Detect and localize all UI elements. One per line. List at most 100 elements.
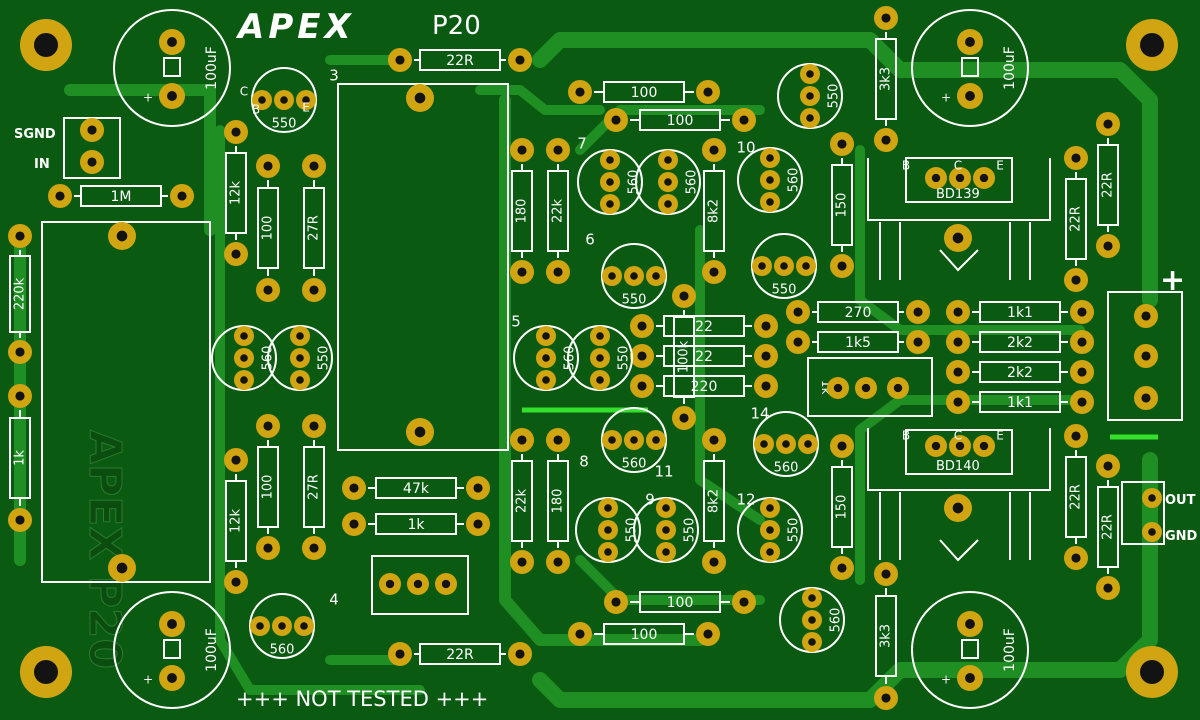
resistor-value: 22	[695, 319, 713, 335]
resistor-body	[603, 623, 685, 645]
capacitor-symbol	[163, 639, 181, 659]
drill-hole	[1071, 431, 1081, 441]
resistor-value: 47k	[403, 481, 430, 497]
transistor-type: 560	[270, 643, 295, 658]
drill-hole	[837, 563, 847, 573]
drill-hole	[979, 441, 989, 451]
resistor-value: 22R	[1101, 172, 1116, 198]
drill-hole	[808, 638, 816, 646]
drill-hole	[604, 504, 612, 512]
drill-hole	[861, 383, 871, 393]
drill-hole	[881, 569, 891, 579]
transistor-type: 550	[617, 346, 632, 371]
ref-number: 5	[511, 313, 521, 331]
transistor-type: 560	[685, 170, 700, 195]
bd139-label: BD139	[936, 187, 980, 202]
resistor-value: 1k1	[1007, 395, 1033, 411]
drill-hole	[542, 376, 550, 384]
capacitor-value: 100uF	[204, 628, 220, 672]
resistor-value: 100k	[677, 340, 692, 373]
drill-hole	[637, 351, 647, 361]
bd139-outline	[905, 157, 1013, 203]
ref-number: 10	[736, 139, 755, 157]
resistor-body	[1065, 456, 1087, 538]
resistor-body	[547, 460, 569, 542]
resistor-value: 1k	[407, 517, 425, 533]
power-connector	[1107, 291, 1183, 421]
resistor-value: 1k1	[1007, 305, 1033, 321]
drill-hole	[1141, 351, 1151, 361]
mounting-hole	[34, 33, 58, 57]
heatsink-bottom	[867, 428, 1051, 562]
drill-hole	[679, 413, 689, 423]
drill-hole	[637, 381, 647, 391]
drill-hole	[240, 376, 248, 384]
resistor-body	[1097, 486, 1119, 568]
resistor-value: 8k2	[707, 489, 722, 513]
drill-hole	[553, 435, 563, 445]
drill-hole	[231, 577, 241, 587]
transistor-type: 550	[625, 518, 640, 543]
resistor-body	[639, 109, 721, 131]
resistor-value: 270	[845, 305, 872, 321]
drill-hole	[263, 161, 273, 171]
resistor-value: 180	[515, 199, 530, 224]
resistor-body	[225, 152, 247, 234]
drill-hole	[662, 548, 670, 556]
drill-hole	[709, 557, 719, 567]
resistor-value: 27R	[307, 215, 322, 241]
drill-hole	[1071, 553, 1081, 563]
drill-hole	[309, 543, 319, 553]
drill-hole	[575, 629, 585, 639]
drill-hole	[881, 693, 891, 703]
drill-hole	[300, 622, 308, 630]
drill-hole	[806, 70, 814, 78]
apex-logo: APEX	[235, 7, 355, 47]
resistor-value: 220	[691, 379, 718, 395]
drill-hole	[349, 483, 359, 493]
drill-hole	[280, 96, 288, 104]
mirrored-logo: APEX P20	[79, 430, 130, 669]
resistor-body	[663, 375, 745, 397]
resistor-body	[703, 170, 725, 252]
resistor-value: 8k2	[707, 199, 722, 223]
trimmer-outline	[371, 555, 469, 615]
resistor-body	[831, 164, 853, 246]
drill-hole	[1077, 337, 1087, 347]
drill-hole	[473, 483, 483, 493]
drill-hole	[802, 262, 810, 270]
drill-hole	[1103, 461, 1113, 471]
drill-hole	[793, 307, 803, 317]
transistor-type: 550	[827, 84, 842, 109]
drill-hole	[761, 351, 771, 361]
resistor-value: 100	[261, 216, 276, 241]
drill-hole	[515, 649, 525, 659]
resistor-value: 22R	[446, 53, 474, 69]
drill-hole	[953, 307, 963, 317]
capacitor-polarity: +	[143, 91, 153, 105]
drill-hole	[517, 145, 527, 155]
resistor-value: 27R	[307, 474, 322, 500]
resistor-value: 22k	[551, 198, 566, 223]
drill-hole	[739, 597, 749, 607]
drill-hole	[606, 178, 614, 186]
drill-hole	[116, 562, 128, 574]
drill-hole	[606, 200, 614, 208]
drill-hole	[664, 178, 672, 186]
drill-hole	[1071, 275, 1081, 285]
drill-hole	[806, 114, 814, 122]
drill-hole	[1103, 119, 1113, 129]
drill-hole	[55, 191, 65, 201]
resistor-body	[817, 331, 899, 353]
drill-hole	[953, 397, 963, 407]
drill-hole	[606, 156, 614, 164]
drill-hole	[761, 321, 771, 331]
ref-number: 9	[645, 491, 655, 509]
ref-number: 4	[329, 591, 339, 609]
drill-hole	[604, 526, 612, 534]
drill-hole	[1077, 367, 1087, 377]
resistor-value: 150	[835, 193, 850, 218]
resistor-body	[639, 591, 721, 613]
drill-hole	[953, 367, 963, 377]
resistor-body	[875, 38, 897, 120]
